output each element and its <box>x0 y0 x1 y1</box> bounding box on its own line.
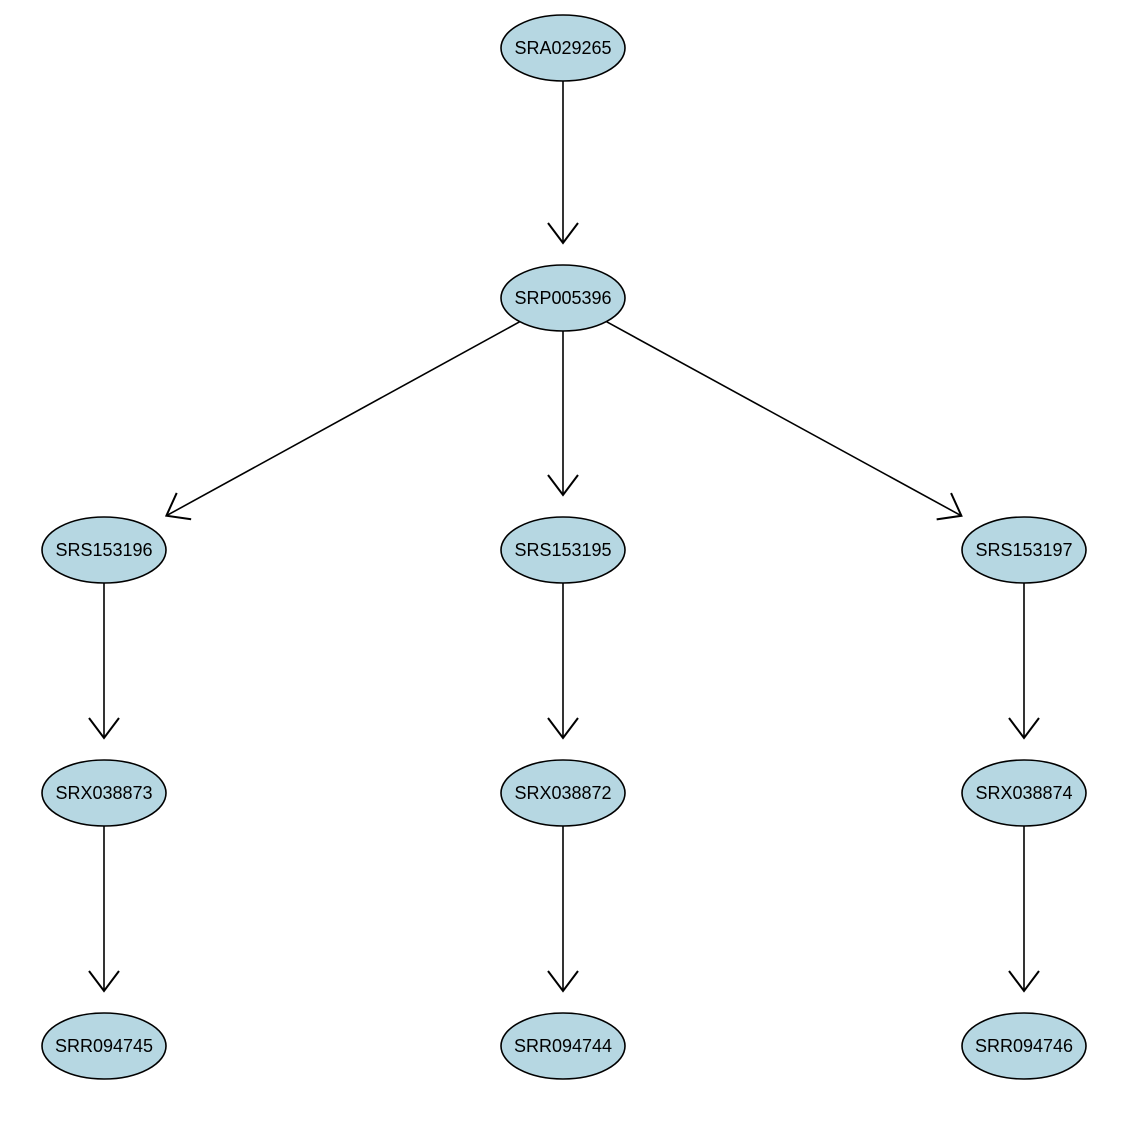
node-ellipse <box>41 759 167 827</box>
node-ellipse <box>500 14 626 82</box>
graph-node-SRS153196: SRS153196 <box>41 516 167 584</box>
node-label: SRP005396 <box>514 288 611 308</box>
node-ellipse <box>500 264 626 332</box>
edges-layer <box>88 81 1040 993</box>
node-ellipse <box>41 1012 167 1080</box>
node-ellipse <box>961 759 1087 827</box>
node-ellipse <box>961 516 1087 584</box>
node-label: SRS153195 <box>514 540 611 560</box>
node-ellipse <box>41 516 167 584</box>
node-label: SRX038872 <box>514 783 611 803</box>
graph-node-SRR094746: SRR094746 <box>961 1012 1087 1080</box>
node-ellipse <box>500 1012 626 1080</box>
node-ellipse <box>500 759 626 827</box>
graph-node-SRR094745: SRR094745 <box>41 1012 167 1080</box>
graph-node-SRS153195: SRS153195 <box>500 516 626 584</box>
node-label: SRS153196 <box>55 540 152 560</box>
node-label: SRR094745 <box>55 1036 153 1056</box>
graph-node-SRS153197: SRS153197 <box>961 516 1087 584</box>
graph-edge-SRP005396-SRS153197 <box>605 320 963 521</box>
node-label: SRR094744 <box>514 1036 612 1056</box>
graph-node-SRP005396: SRP005396 <box>500 264 626 332</box>
graph-node-SRA029265: SRA029265 <box>500 14 626 82</box>
graph-node-SRR094744: SRR094744 <box>500 1012 626 1080</box>
node-ellipse <box>500 516 626 584</box>
node-label: SRA029265 <box>514 38 611 58</box>
graph-edge-SRP005396-SRS153196 <box>164 320 521 521</box>
graph-node-SRX038873: SRX038873 <box>41 759 167 827</box>
node-label: SRS153197 <box>975 540 1072 560</box>
graph-node-SRX038874: SRX038874 <box>961 759 1087 827</box>
node-label: SRR094746 <box>975 1036 1073 1056</box>
graph-node-SRX038872: SRX038872 <box>500 759 626 827</box>
node-label: SRX038873 <box>55 783 152 803</box>
node-label: SRX038874 <box>975 783 1072 803</box>
node-ellipse <box>961 1012 1087 1080</box>
